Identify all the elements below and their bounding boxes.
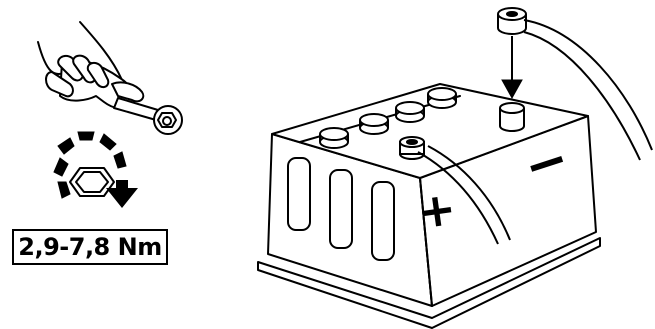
down-arrow-icon <box>106 180 138 208</box>
negative-cable <box>523 19 653 161</box>
hand-with-wrench-icon <box>37 21 183 135</box>
install-arrow <box>501 36 523 100</box>
negative-terminal <box>499 102 525 132</box>
positive-cable <box>417 145 511 245</box>
cap <box>395 101 425 123</box>
cap <box>427 87 457 109</box>
positive-symbol: + <box>414 181 460 240</box>
positive-terminal <box>399 136 425 160</box>
battery-caps <box>319 87 457 149</box>
negative-cable-clamp <box>497 7 527 35</box>
cap <box>359 113 389 135</box>
clockwise-tighten-icon <box>53 131 127 199</box>
cap <box>319 127 349 149</box>
hex-nut-icon <box>69 167 115 197</box>
torque-spec-label: 2,9-7,8 Nm <box>12 229 168 265</box>
torque-value: 2,9-7,8 Nm <box>18 233 162 261</box>
